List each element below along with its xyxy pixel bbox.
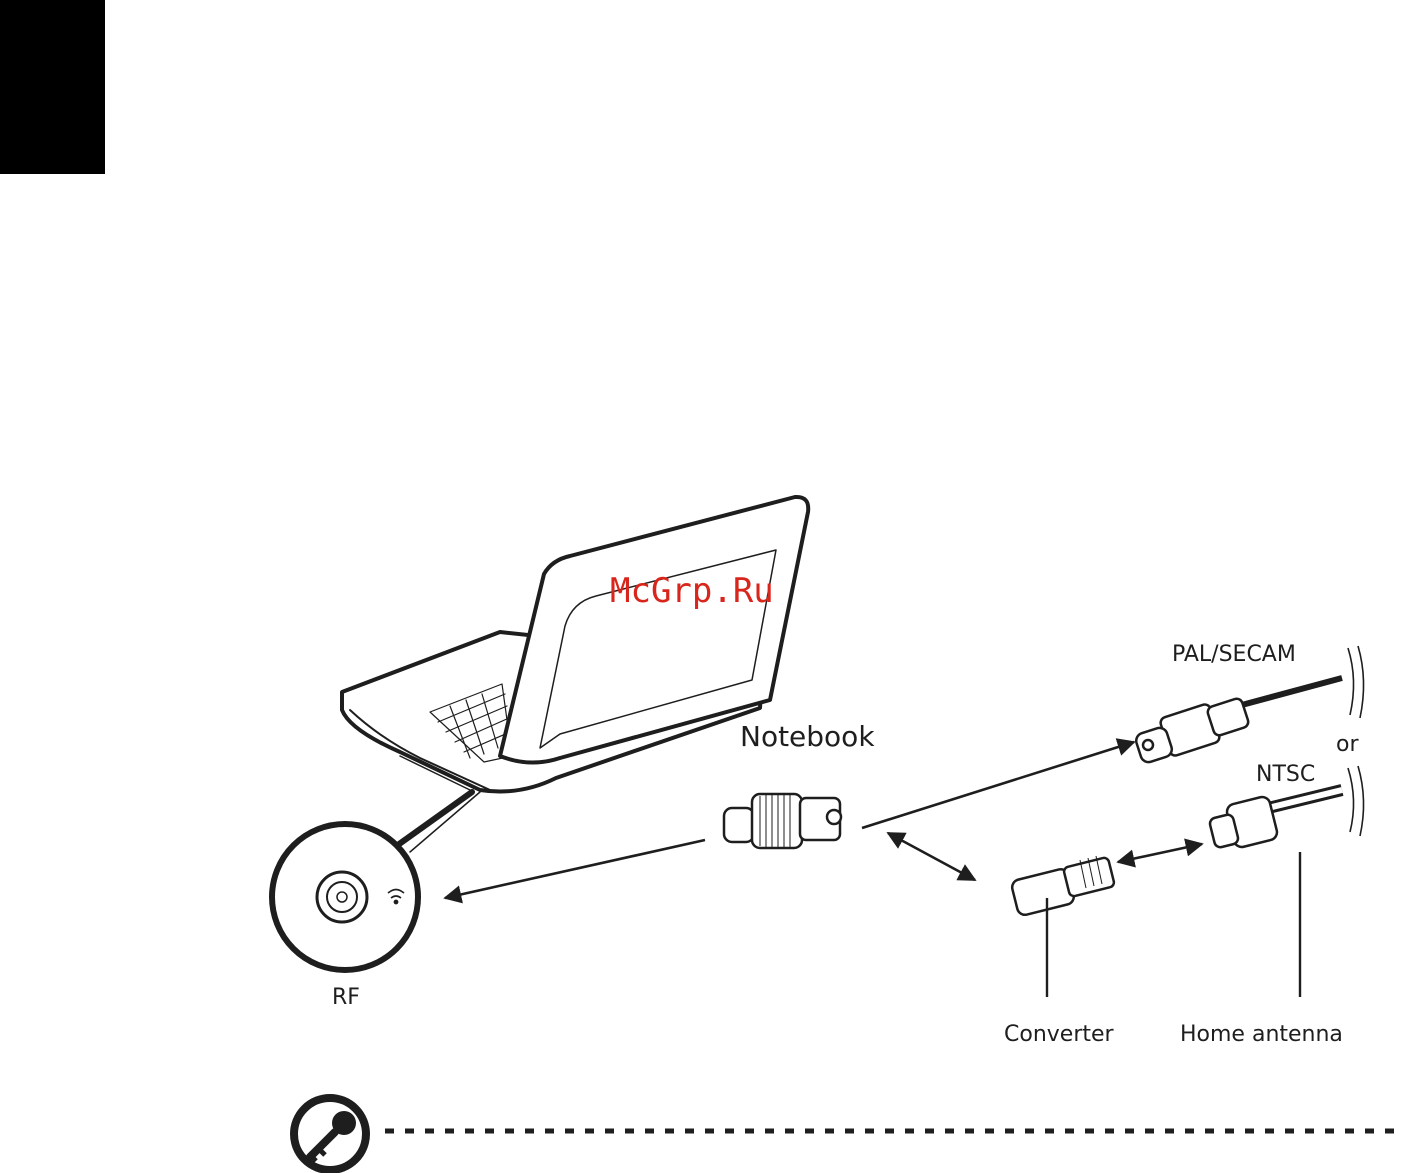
arrow-plug-to-pal <box>862 742 1134 828</box>
watermark-text: McGrp.Ru <box>610 571 774 611</box>
label-ntsc: NTSC <box>1256 762 1315 787</box>
label-rf: RF <box>332 985 360 1010</box>
pal-secam-plug-illustration <box>1134 678 1342 764</box>
key-icon <box>294 1098 366 1170</box>
label-or: or <box>1336 732 1359 757</box>
arrow-converter-ntsc <box>1118 844 1202 862</box>
rf-port-callout <box>272 824 418 970</box>
label-home-antenna: Home antenna <box>1180 1022 1343 1047</box>
notebook-illustration <box>342 497 808 852</box>
arrow-plug-to-rf <box>445 840 705 898</box>
label-notebook: Notebook <box>740 720 875 753</box>
coaxial-plug-illustration <box>724 794 841 848</box>
ntsc-plug-illustration <box>1209 790 1342 849</box>
label-converter: Converter <box>1004 1022 1115 1047</box>
label-pal-secam: PAL/SECAM <box>1172 642 1296 667</box>
arrow-plug-converter <box>888 833 975 880</box>
converter-illustration <box>1011 856 1115 916</box>
